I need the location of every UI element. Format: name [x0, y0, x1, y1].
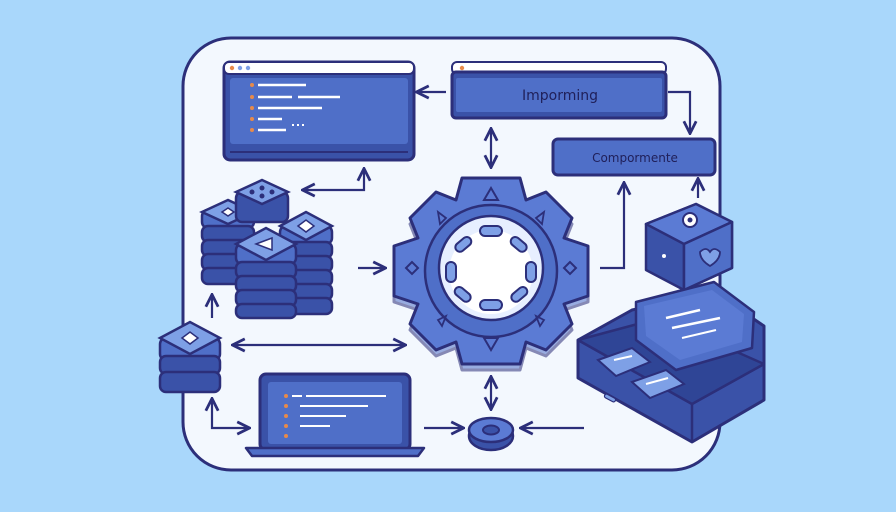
components-label: Compormente	[592, 151, 678, 165]
open-box-icon	[576, 280, 766, 444]
components-box	[551, 137, 717, 177]
arrow-importing-to-components	[668, 90, 690, 132]
code-window-icon	[222, 60, 416, 162]
arrow-gear-to-components	[600, 184, 624, 270]
arrow-cube-to-laptop	[212, 400, 248, 428]
connector-arrows	[212, 92, 698, 428]
laptop-icon	[244, 372, 426, 458]
cube-icon	[157, 320, 223, 394]
arrow-window-to-stack	[304, 170, 364, 190]
server-stack-icon	[199, 178, 335, 320]
cube-gear-icon	[644, 202, 734, 292]
ring-icon	[467, 416, 515, 452]
importing-label: Imporming	[521, 88, 598, 104]
importing-box	[450, 61, 668, 120]
gear-icon	[392, 176, 590, 372]
